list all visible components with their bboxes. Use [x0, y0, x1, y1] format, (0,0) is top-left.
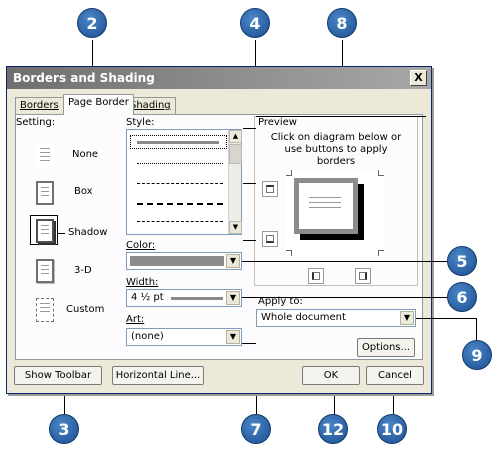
color-swatch: [130, 256, 224, 266]
close-button[interactable]: X: [410, 70, 427, 86]
setting-shadow-icon[interactable]: [30, 215, 58, 245]
tab-page-border-label: Page Border: [68, 97, 129, 108]
width-value: 4 ½ pt: [131, 292, 164, 303]
callout-5: 5: [447, 246, 477, 276]
scroll-up-icon[interactable]: ▲: [229, 130, 242, 143]
color-label: Color:: [126, 240, 155, 251]
top-border-button[interactable]: [262, 181, 278, 197]
cancel-button[interactable]: Cancel: [366, 366, 424, 385]
setting-none-label[interactable]: None: [72, 149, 99, 160]
callout-6: 6: [447, 282, 477, 312]
setting-box-label[interactable]: Box: [74, 186, 93, 197]
top-border-icon: [266, 185, 274, 193]
corner-mark: [286, 250, 292, 256]
leader-5: [242, 261, 448, 262]
color-dropdown[interactable]: ▼: [126, 252, 242, 270]
chevron-down-icon[interactable]: ▼: [226, 254, 240, 268]
horizontal-line-button[interactable]: Horizontal Line...: [112, 366, 204, 385]
callout-7: 7: [241, 414, 271, 444]
width-label-text: Width:: [126, 277, 159, 288]
apply-to-label: Apply to:: [258, 296, 303, 307]
style-label: Style:: [126, 117, 155, 128]
chevron-down-icon[interactable]: ▼: [226, 330, 240, 344]
tab-borders[interactable]: Borders: [15, 97, 64, 114]
preview-text-line: [309, 197, 341, 198]
style-dash-dot-line[interactable]: [137, 221, 223, 222]
setting-label: Setting:: [16, 117, 56, 128]
setting-3d-icon[interactable]: [30, 255, 58, 285]
tab-borders-label: Borders: [20, 100, 59, 111]
show-toolbar-button[interactable]: Show Toolbar: [14, 366, 102, 385]
preview-diagram[interactable]: [286, 170, 384, 256]
setting-custom-icon[interactable]: [30, 294, 58, 324]
style-listbox[interactable]: ▲ ▼: [126, 129, 242, 235]
art-label: Art:: [126, 314, 144, 325]
width-label: Width:: [126, 277, 158, 288]
style-dotted-line[interactable]: [137, 163, 223, 164]
apply-to-value: Whole document: [261, 312, 346, 323]
corner-mark: [286, 170, 292, 176]
callout-4: 4: [240, 8, 270, 38]
leader-7-tick: [242, 343, 256, 344]
bottom-border-button[interactable]: [262, 231, 278, 247]
art-value: (none): [131, 331, 164, 342]
callout-3: 3: [49, 414, 79, 444]
leader-9: [476, 318, 477, 340]
tab-page-border[interactable]: Page Border: [63, 94, 134, 115]
leader-6: [242, 297, 448, 298]
art-dropdown[interactable]: (none) ▼: [126, 328, 242, 346]
setting-3d-label[interactable]: 3-D: [74, 265, 92, 276]
leader-12: [334, 385, 335, 415]
bottom-border-icon: [266, 235, 274, 243]
style-dashed-line[interactable]: [137, 183, 223, 184]
right-border-button[interactable]: [355, 268, 371, 284]
width-line-sample: [171, 297, 223, 300]
corner-mark: [378, 250, 384, 256]
ok-button[interactable]: OK: [302, 366, 360, 385]
chevron-down-icon[interactable]: ▼: [226, 291, 240, 305]
apply-to-dropdown[interactable]: Whole document ▼: [256, 309, 416, 327]
style-solid-line: [137, 141, 219, 144]
setting-custom-label[interactable]: Custom: [66, 304, 105, 315]
callout-9: 9: [462, 340, 492, 370]
left-border-button[interactable]: [308, 268, 324, 284]
color-label-text: Color:: [126, 240, 156, 251]
width-dropdown[interactable]: 4 ½ pt ▼: [126, 289, 242, 307]
art-label-text: Art:: [126, 314, 145, 325]
callout-8: 8: [327, 8, 357, 38]
corner-mark: [378, 170, 384, 176]
leader-4-bracket: [243, 240, 256, 241]
leader-3-tick: [58, 233, 65, 234]
apply-to-label-text: Apply to:: [258, 296, 303, 307]
tab-shading-label: Shading: [130, 100, 171, 111]
preview-text-line: [309, 202, 341, 203]
scroll-thumb[interactable]: [229, 144, 242, 164]
dialog-title: Borders and Shading: [7, 67, 431, 89]
scroll-down-icon[interactable]: ▼: [229, 221, 242, 234]
setting-none-icon[interactable]: [30, 139, 58, 169]
style-selected-row[interactable]: [130, 135, 227, 149]
style-scrollbar[interactable]: ▲ ▼: [228, 130, 242, 234]
left-border-icon: [312, 272, 320, 280]
setting-shadow-label[interactable]: Shadow: [68, 227, 108, 238]
leader-9: [416, 318, 476, 319]
preview-text-line: [309, 207, 341, 208]
options-button[interactable]: Options...: [357, 338, 415, 357]
style-dash-long-line[interactable]: [137, 203, 223, 205]
leader-8-bracket: [256, 116, 426, 117]
preview-page: [294, 178, 358, 234]
callout-2: 2: [77, 8, 107, 38]
chevron-down-icon[interactable]: ▼: [400, 311, 414, 325]
preview-label: Preview: [258, 117, 297, 128]
callout-12: 12: [318, 414, 348, 444]
callout-10: 10: [377, 414, 407, 444]
setting-box-icon[interactable]: [30, 177, 58, 207]
leader-4-bracket: [243, 128, 256, 129]
right-border-icon: [359, 272, 367, 280]
leader-4-bracket: [243, 183, 256, 184]
preview-instruction: Click on diagram below or use buttons to…: [270, 132, 402, 167]
